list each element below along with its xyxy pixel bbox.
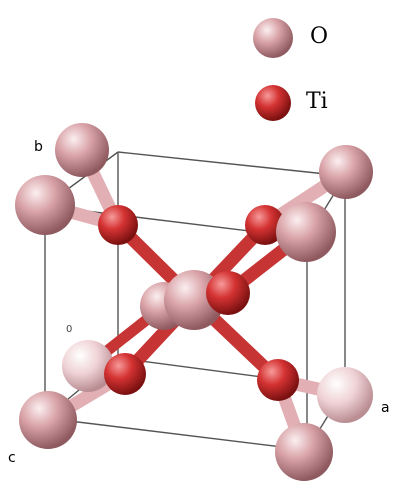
oxygen-atom	[55, 123, 109, 177]
titanium-atom	[98, 205, 138, 245]
oxygen-atom	[15, 175, 75, 235]
oxygen-atom	[275, 423, 333, 481]
legend-titanium-swatch	[255, 85, 291, 121]
axis-label-b: b	[34, 139, 43, 155]
oxygen-atom	[317, 367, 373, 423]
titanium-atom	[206, 271, 250, 315]
axis-label-a: a	[381, 400, 390, 416]
legend	[253, 18, 293, 121]
legend-oxygen-swatch	[253, 18, 293, 58]
legend-label-oxygen: O	[310, 24, 329, 49]
oxygen-atom	[19, 391, 77, 449]
titanium-atom	[257, 359, 299, 401]
oxygen-atom	[62, 340, 114, 392]
oxygen-atom	[276, 202, 336, 262]
legend-label-titanium: Ti	[306, 89, 328, 114]
origin-label: 0	[66, 324, 73, 335]
axis-label-c: c	[8, 450, 16, 466]
oxygen-atom	[319, 145, 373, 199]
titanium-atom	[245, 205, 285, 245]
atoms	[15, 123, 373, 481]
cell-edge	[117, 151, 346, 177]
titanium-atom	[104, 353, 146, 395]
cell-edge	[44, 417, 308, 451]
